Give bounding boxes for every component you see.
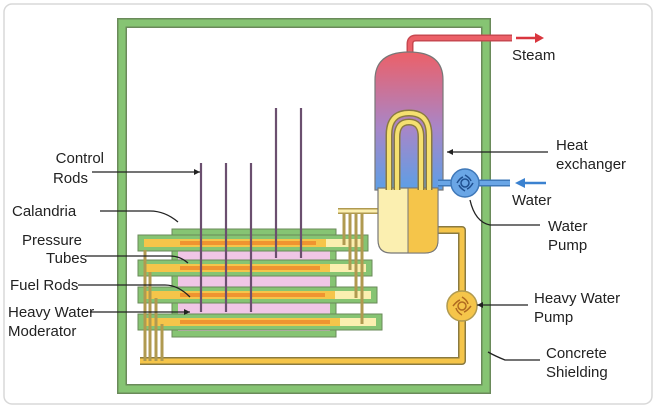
leader-lines (78, 151, 548, 361)
pressure-tubes (137, 234, 383, 331)
fuel-rod (180, 320, 330, 324)
label-water: Water (512, 192, 551, 209)
pressure-tube (137, 259, 373, 277)
water-arrow-icon (515, 178, 546, 188)
pressure-tube (137, 313, 383, 331)
steam-generator (374, 34, 512, 254)
label-calandria: Calandria (12, 203, 77, 220)
control-rods (199, 108, 303, 312)
heavy-water-pump-icon (446, 290, 478, 322)
pressure-tube (137, 286, 378, 304)
water-pump-icon (450, 168, 480, 198)
label-fuel-rods: Fuel Rods (10, 277, 78, 294)
fuel-rod (180, 293, 325, 297)
label-steam: Steam (512, 47, 555, 64)
card-frame (3, 3, 653, 405)
steam-arrow-icon (516, 33, 544, 43)
pressure-tube (137, 234, 369, 252)
feeder-pipes (143, 208, 380, 361)
fuel-rod (180, 241, 316, 245)
